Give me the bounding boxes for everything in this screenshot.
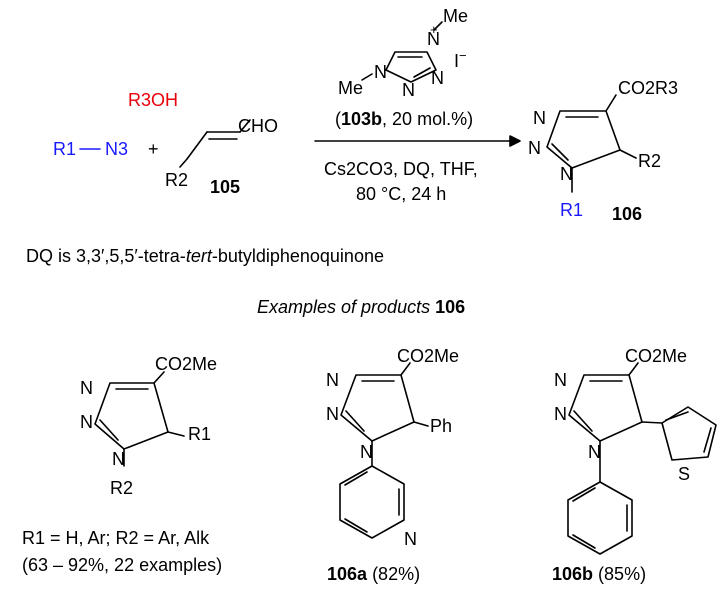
example2-n3: N bbox=[326, 370, 339, 390]
example2-ph: Ph bbox=[430, 416, 452, 436]
azide-r1: R1 bbox=[53, 139, 76, 159]
catalyst-me-top: Me bbox=[443, 6, 468, 26]
catalyst-n2: N bbox=[402, 80, 415, 100]
example1-n2: N bbox=[80, 412, 93, 432]
example1-n1: N bbox=[112, 449, 125, 469]
example1-scope: R1 = H, Ar; R2 = Ar, Alk bbox=[22, 528, 210, 548]
catalyst-label: (103b, 20 mol.%) bbox=[335, 109, 473, 129]
example2-n2: N bbox=[326, 404, 339, 424]
dq-definition: DQ is 3,3′,5,5′-tetra-tert-butyldiphenoq… bbox=[26, 246, 384, 266]
compound-106: 106 bbox=[612, 204, 642, 224]
example3-n2: N bbox=[554, 404, 567, 424]
catalyst-n-plus: N bbox=[427, 29, 440, 49]
product-n2: N bbox=[528, 138, 541, 158]
azide-reactant: R1 N3 bbox=[53, 139, 128, 159]
plus-sign: + bbox=[148, 139, 159, 159]
azide-n3: N3 bbox=[105, 139, 128, 159]
example1-r1: R1 bbox=[188, 424, 211, 444]
example-generic: N N N CO2Me R1 R2 bbox=[80, 354, 217, 498]
catalyst-n4: N bbox=[431, 68, 444, 88]
example-106b: N N N CO2Me S bbox=[554, 346, 717, 555]
product-n3: N bbox=[533, 108, 546, 128]
enal-reactant: CHO R2 105 bbox=[165, 116, 278, 197]
example3-ester: CO2Me bbox=[625, 346, 687, 366]
product-ester: CO2R3 bbox=[618, 78, 678, 98]
example1-n3: N bbox=[80, 378, 93, 398]
catalyst-n1: N bbox=[374, 62, 387, 82]
example1-yield: (63 – 92%, 22 examples) bbox=[22, 555, 223, 575]
example2-ester: CO2Me bbox=[397, 346, 459, 366]
product-106: N N N CO2R3 R2 R1 106 bbox=[528, 78, 678, 224]
catalyst-counterion: I− bbox=[454, 48, 467, 71]
examples-heading: Examples of products 106 bbox=[257, 297, 466, 317]
example3-n3: N bbox=[554, 370, 567, 390]
example2-n1: N bbox=[360, 442, 373, 462]
aldehyde-cho: CHO bbox=[238, 116, 278, 136]
example1-r2: R2 bbox=[110, 478, 133, 498]
example1-ester: CO2Me bbox=[155, 354, 217, 374]
example3-thiophene-s: S bbox=[678, 464, 690, 484]
product-n1: N bbox=[560, 164, 573, 184]
example-106a: N N N CO2Me Ph N bbox=[326, 346, 459, 549]
example3-caption: 106b (85%) bbox=[552, 564, 647, 584]
example2-pyridine-n: N bbox=[404, 529, 417, 549]
compound-105: 105 bbox=[210, 177, 240, 197]
triazolium-catalyst: N + Me N N N Me I− (103b, 20 mol.%) bbox=[335, 6, 473, 129]
example2-caption: 106a (82%) bbox=[327, 564, 421, 584]
product-r1: R1 bbox=[560, 200, 583, 220]
reaction-arrow bbox=[314, 135, 521, 147]
conditions-line1: Cs2CO3, DQ, THF, bbox=[324, 159, 478, 179]
alcohol-reactant: R3OH bbox=[128, 90, 178, 110]
aldehyde-r2: R2 bbox=[165, 170, 188, 190]
example3-n1: N bbox=[588, 442, 601, 462]
conditions-line2: 80 °C, 24 h bbox=[356, 184, 446, 204]
product-r2: R2 bbox=[638, 151, 661, 171]
catalyst-me-left: Me bbox=[338, 78, 363, 98]
